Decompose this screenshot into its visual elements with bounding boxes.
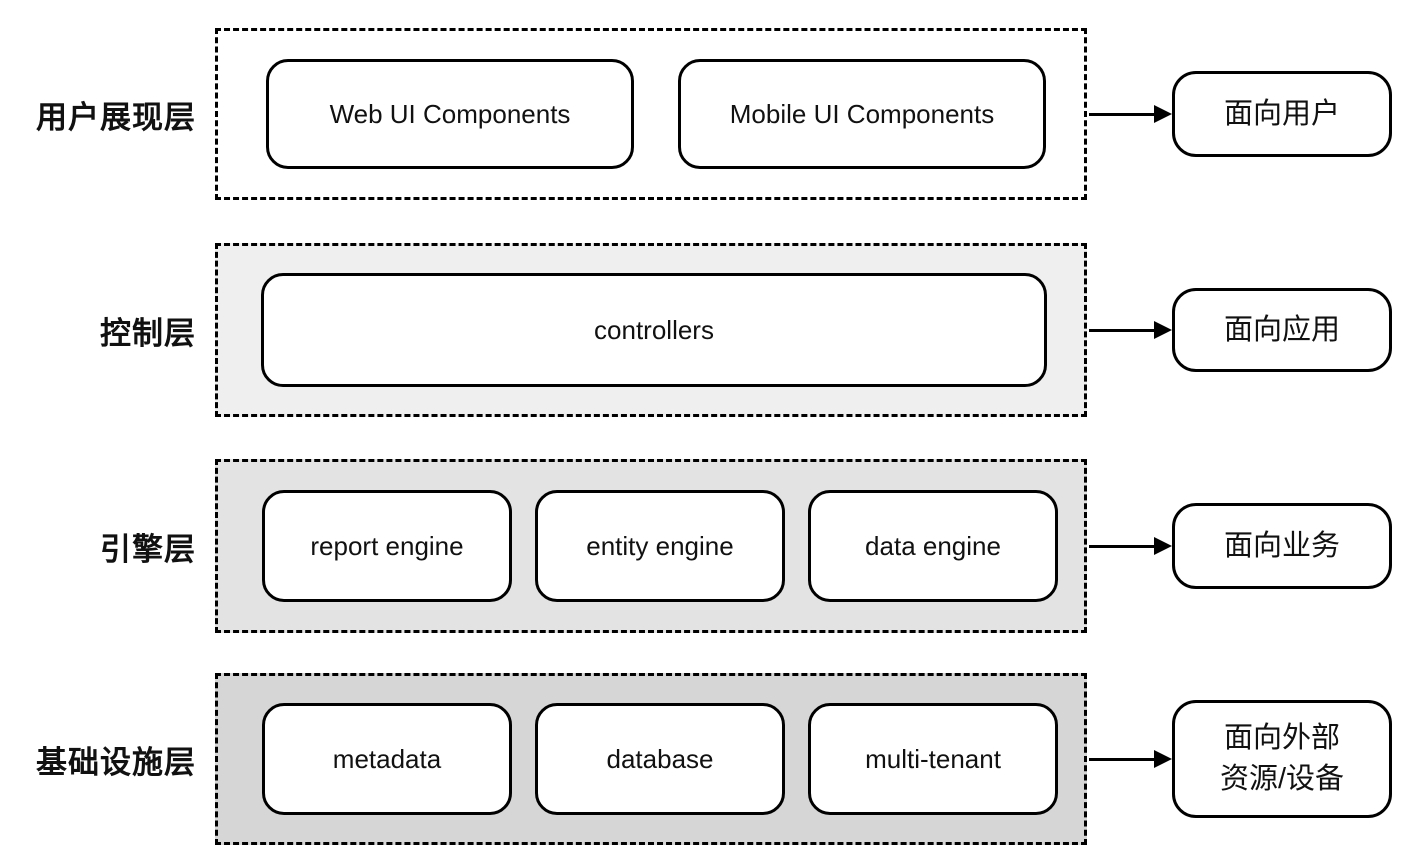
layer-container-control: controllers <box>215 243 1087 417</box>
target-label-line2: 资源/设备 <box>1219 763 1345 795</box>
target-label: 面向应用 <box>1223 313 1340 346</box>
layer-row-presentation: 用户展现层 Web UI Components Mobile UI Compon… <box>0 28 1406 200</box>
arrow-control <box>1089 243 1172 417</box>
arrow-head-icon <box>1154 750 1172 768</box>
arrow-infrastructure <box>1089 673 1172 845</box>
layer-container-presentation: Web UI Components Mobile UI Components <box>215 28 1087 200</box>
node-controllers: controllers <box>261 273 1047 387</box>
layer-label-infrastructure: 基础设施层 <box>36 744 196 780</box>
node-mobile-ui-components: Mobile UI Components <box>678 59 1046 169</box>
node-web-ui-components: Web UI Components <box>266 59 634 169</box>
layer-container-engine: report engine entity engine data engine <box>215 459 1087 633</box>
layer-label-presentation: 用户展现层 <box>36 99 196 135</box>
target-box-users: 面向用户 <box>1172 71 1392 157</box>
layer-row-engine: 引擎层 report engine entity engine data eng… <box>0 459 1406 633</box>
layer-row-infrastructure: 基础设施层 metadata database multi-tenant 面向外… <box>0 673 1406 845</box>
layer-container-infrastructure: metadata database multi-tenant <box>215 673 1087 845</box>
target-label-line1: 面向外部 <box>1223 722 1340 755</box>
node-multi-tenant: multi-tenant <box>808 703 1058 815</box>
arrow-engine <box>1089 459 1172 633</box>
arrow-line <box>1089 544 1154 548</box>
arrow-head-icon <box>1154 537 1172 555</box>
layer-label-engine: 引擎层 <box>100 531 196 567</box>
target-label: 面向用户 <box>1223 97 1340 130</box>
target-box-external-resources: 面向外部 资源/设备 <box>1172 700 1392 818</box>
target-label: 面向业务 <box>1223 529 1340 562</box>
layer-row-control: 控制层 controllers 面向应用 <box>0 243 1406 417</box>
arrow-line <box>1089 112 1154 116</box>
arrow-presentation <box>1089 28 1172 200</box>
layer-label-control: 控制层 <box>100 315 196 351</box>
arrow-line <box>1089 757 1154 761</box>
node-report-engine: report engine <box>262 490 512 602</box>
target-box-applications: 面向应用 <box>1172 288 1392 372</box>
arrow-line <box>1089 328 1154 332</box>
node-entity-engine: entity engine <box>535 490 785 602</box>
target-box-business: 面向业务 <box>1172 503 1392 589</box>
arrow-head-icon <box>1154 105 1172 123</box>
node-metadata: metadata <box>262 703 512 815</box>
arrow-head-icon <box>1154 321 1172 339</box>
node-data-engine: data engine <box>808 490 1058 602</box>
node-database: database <box>535 703 785 815</box>
